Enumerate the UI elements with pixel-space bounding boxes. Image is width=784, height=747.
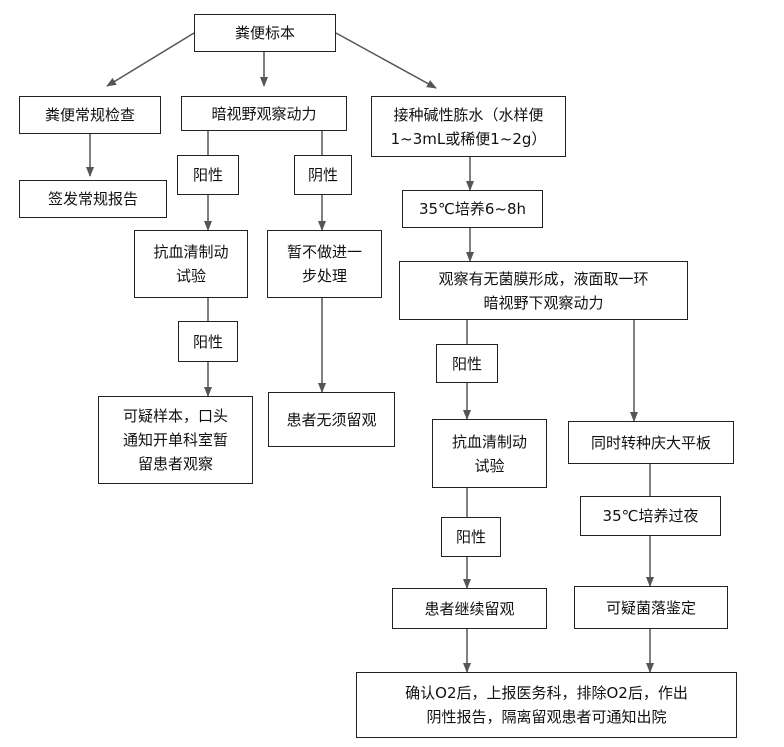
node-culture-overnight-text: 35℃培养过夜 (602, 507, 699, 525)
node-sample-text: 粪便标本 (234, 24, 295, 42)
node-no-further-text-2: 步处理 (301, 267, 347, 285)
node-alkaline: 接种碱性胨水（水样便 1~3mL或稀便1~2g） (371, 96, 566, 157)
node-suspect-notify-text-3: 留患者观察 (137, 455, 213, 473)
node-antiserum-1: 抗血清制动 试验 (134, 230, 248, 298)
node-alkaline-text-1: 接种碱性胨水（水样便 (393, 105, 544, 124)
node-routine-report: 签发常规报告 (19, 180, 167, 218)
node-positive-2: 阳性 (178, 321, 238, 362)
node-positive-3: 阳性 (436, 344, 498, 383)
node-culture-35: 35℃培养6~8h (402, 190, 543, 228)
node-positive-1: 阳性 (177, 155, 239, 195)
node-positive-4-text: 阳性 (455, 528, 486, 546)
node-no-observe: 患者无须留观 (268, 392, 395, 447)
node-culture-35-text: 35℃培养6~8h (418, 200, 527, 218)
node-routine-exam: 粪便常规检查 (19, 96, 161, 134)
node-antiserum-2-text-2: 试验 (474, 456, 505, 475)
node-antiserum-2: 抗血清制动 试验 (432, 419, 547, 488)
node-culture-overnight: 35℃培养过夜 (580, 496, 721, 536)
node-darkfield-text: 暗视野观察动力 (211, 104, 317, 123)
node-suspect-notify: 可疑样本，口头 通知开单科室暂 留患者观察 (98, 396, 253, 484)
arrow-sample-to-alkaline (335, 32, 437, 89)
node-positive-2-text: 阳性 (192, 332, 223, 351)
node-positive-4: 阳性 (441, 517, 501, 557)
node-negative-1: 阴性 (294, 155, 352, 195)
node-transfer-plate-text: 同时转种庆大平板 (590, 433, 711, 452)
node-final: 确认O2后，上报医务科，排除O2后，作出 阴性报告，隔离留观患者可通知出院 (356, 672, 737, 738)
node-colony-id: 可疑菌落鉴定 (574, 586, 728, 629)
node-suspect-notify-text-1: 可疑样本，口头 (122, 407, 228, 425)
node-no-observe-text: 患者无须留观 (286, 410, 377, 429)
node-observe-film-text-1: 观察有无菌膜形成，液面取一环 (438, 269, 649, 288)
arrow-sample-to-routine (106, 32, 195, 87)
node-final-text-2: 阴性报告，隔离留观患者可通知出院 (426, 708, 667, 726)
node-transfer-plate: 同时转种庆大平板 (568, 421, 734, 464)
node-positive-3-text: 阳性 (451, 354, 482, 373)
node-observe-film-text-2: 暗视野下观察动力 (483, 293, 604, 312)
node-routine-report-text: 签发常规报告 (47, 190, 138, 208)
node-no-further: 暂不做进一 步处理 (267, 230, 382, 298)
node-continue-observe: 患者继续留观 (392, 588, 547, 629)
node-no-further-text-1: 暂不做进一 (286, 243, 362, 261)
node-antiserum-1-text-2: 试验 (175, 267, 206, 285)
node-observe-film: 观察有无菌膜形成，液面取一环 暗视野下观察动力 (399, 261, 688, 320)
node-sample: 粪便标本 (194, 14, 336, 52)
node-antiserum-2-text-1: 抗血清制动 (451, 432, 527, 451)
node-darkfield: 暗视野观察动力 (181, 96, 347, 131)
node-antiserum-1-text-1: 抗血清制动 (153, 243, 229, 261)
node-continue-observe-text: 患者继续留观 (424, 599, 515, 618)
node-routine-exam-text: 粪便常规检查 (44, 106, 135, 124)
node-final-text-1: 确认O2后，上报医务科，排除O2后，作出 (405, 684, 688, 702)
node-negative-1-text: 阴性 (307, 166, 338, 184)
node-suspect-notify-text-2: 通知开单科室暂 (122, 431, 228, 449)
node-positive-1-text: 阳性 (192, 166, 223, 184)
node-alkaline-text-2: 1~3mL或稀便1~2g） (390, 129, 547, 148)
node-colony-id-text: 可疑菌落鉴定 (605, 598, 696, 617)
